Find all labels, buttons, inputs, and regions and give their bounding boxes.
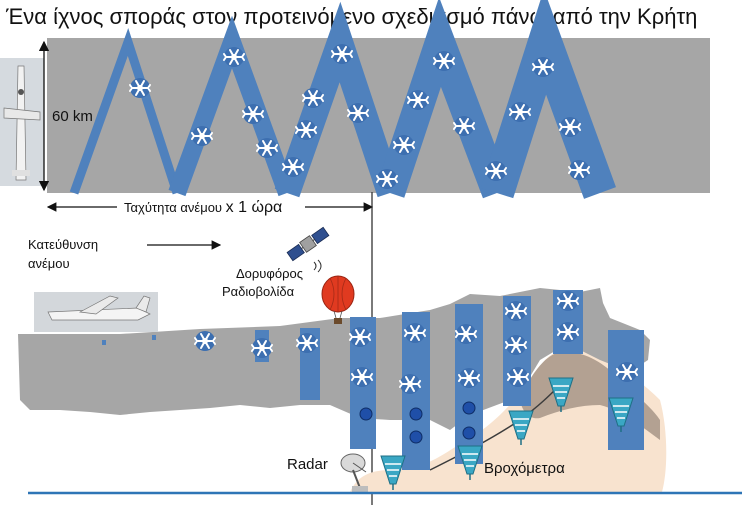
snowflake-icon <box>485 160 507 182</box>
raindrop-icon <box>359 407 373 421</box>
wind-direction-line1: Κατεύθυνση <box>28 237 99 252</box>
snowflake-icon <box>399 373 421 395</box>
aircraft-photo-top <box>0 58 44 186</box>
raindrop-group <box>359 401 476 444</box>
snowflake-icon <box>505 334 527 356</box>
snowflake-icon <box>223 46 245 68</box>
radar-label: Radar <box>287 456 328 473</box>
raindrop-icon <box>409 407 423 421</box>
snowflake-icon <box>455 323 477 345</box>
snowflake-icon <box>251 337 273 359</box>
height-label: 60 km <box>52 108 93 125</box>
snowflake-icon <box>557 290 579 312</box>
snowflake-icon <box>331 43 353 65</box>
snowflake-icon <box>376 168 398 190</box>
mountain <box>520 351 660 440</box>
snowflake-icon <box>347 102 369 124</box>
snowflake-icon <box>296 332 318 354</box>
snowflake-icon <box>242 103 264 125</box>
snowflake-icon <box>557 321 579 343</box>
cloud-layer <box>18 288 650 430</box>
wind-speed-label: Ταχύτητα ανέμου x 1 ώρα <box>124 199 282 217</box>
snowflake-icon <box>194 330 216 352</box>
wind-direction-label: Κατεύθυνση ανέμου <box>28 235 98 273</box>
snowflake-icon <box>509 101 531 123</box>
snowflake-icon <box>433 50 455 72</box>
page-title: Ένα ίχνος σποράς στον προτεινόμενο σχεδι… <box>6 4 698 29</box>
snowflake-icon <box>616 361 638 383</box>
wind-speed-label-prefix: Ταχύτητα ανέμου <box>124 200 226 215</box>
snowflake-icon <box>404 322 426 344</box>
snowflake-icon <box>302 87 324 109</box>
radar-dish-icon <box>340 453 368 492</box>
snowflake-icon <box>295 119 317 141</box>
radiosonde-label: Ραδιοβολίδα <box>222 284 295 299</box>
wind-speed-label-suffix: x 1 ώρα <box>225 199 283 216</box>
satellite-icon <box>286 226 330 262</box>
signal-icon <box>313 259 322 273</box>
snowflake-icon <box>351 366 373 388</box>
snowflake-icon <box>191 125 213 147</box>
snowflake-icon <box>349 326 371 348</box>
snowflake-icon <box>407 89 429 111</box>
aircraft-photo-bottom <box>34 292 158 332</box>
snowflake-icon <box>559 116 581 138</box>
satellite-label: Δορυφόρος <box>236 266 303 281</box>
raindrop-icon <box>462 426 476 440</box>
snowflake-icon <box>458 367 480 389</box>
snowflake-icon <box>282 156 304 178</box>
snowflake-icon <box>568 159 590 181</box>
seeding-tiny-marks <box>102 335 156 345</box>
balloon-icon <box>321 275 355 324</box>
snowflake-icon <box>453 115 475 137</box>
raindrop-icon <box>462 401 476 415</box>
raindrop-icon <box>409 430 423 444</box>
snowflake-icon <box>505 300 527 322</box>
snowflake-icon <box>129 77 151 99</box>
snowflake-icon <box>507 366 529 388</box>
snowflake-icon <box>393 134 415 156</box>
raingauge-label: Βροχόμετρα <box>484 460 565 477</box>
wind-direction-line2: ανέμου <box>28 256 70 271</box>
snowflake-icon <box>532 56 554 78</box>
snowflake-icon <box>256 137 278 159</box>
